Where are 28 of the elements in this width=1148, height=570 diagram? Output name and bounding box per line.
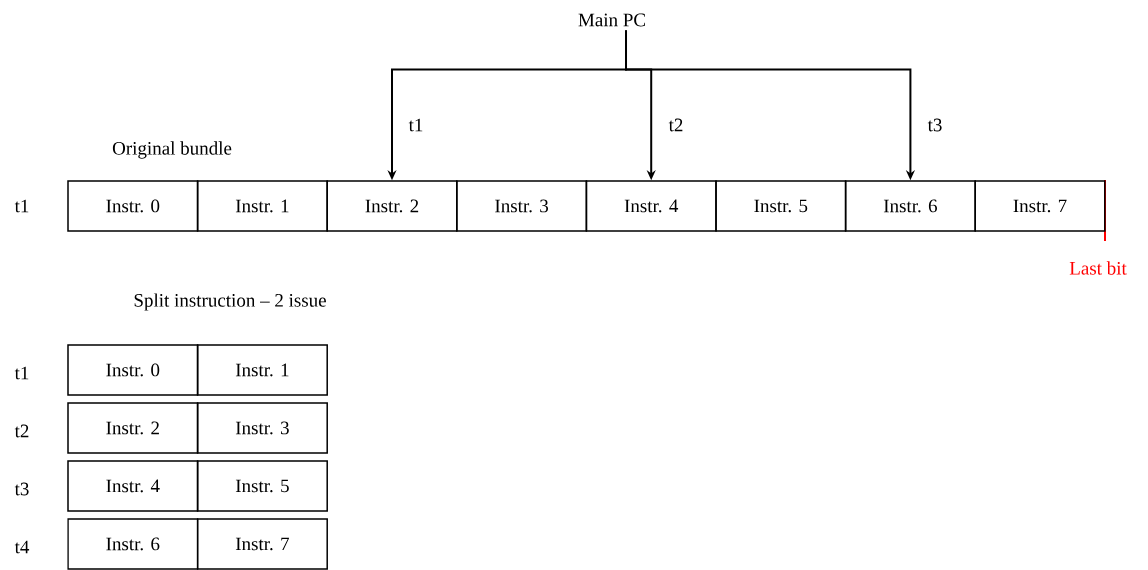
row-label: t1 xyxy=(14,366,29,380)
row-label: t3 xyxy=(14,482,29,496)
section-title: Original bundle xyxy=(112,141,232,159)
row-label: t1 xyxy=(14,199,29,213)
bit-label: Last bit xyxy=(1069,261,1127,275)
instruction-cell: Instr. 7 xyxy=(974,180,1106,232)
instruction-cell: Instr. 6 xyxy=(844,180,976,232)
edge-label: t1 xyxy=(408,118,423,132)
edge-label: t3 xyxy=(927,118,942,132)
instruction-cell: Instr. 0 xyxy=(67,344,199,396)
row-label: t4 xyxy=(14,540,30,554)
instruction-cell: Instr. 2 xyxy=(67,402,199,454)
instruction-cell: Instr. 7 xyxy=(196,518,328,570)
instruction-cell: Instr. 1 xyxy=(196,344,328,396)
instruction-cell: Instr. 5 xyxy=(196,460,328,512)
node-label: Main PC xyxy=(578,13,645,27)
instruction-cell: Instr. 6 xyxy=(67,518,199,570)
instruction-cell: Instr. 2 xyxy=(326,180,458,232)
instruction-cell: Instr. 3 xyxy=(456,180,588,232)
section-title: Split instruction – 2 issue xyxy=(134,293,326,311)
row-label: t2 xyxy=(14,424,29,438)
instruction-cell: Instr. 1 xyxy=(196,180,328,232)
edge-label: t2 xyxy=(668,118,683,132)
instruction-cell: Instr. 4 xyxy=(585,180,717,232)
instruction-cell: Instr. 5 xyxy=(715,180,847,232)
instruction-cell: Instr. 0 xyxy=(67,180,199,232)
instruction-cell: Instr. 3 xyxy=(196,402,328,454)
instruction-cell: Instr. 4 xyxy=(67,460,199,512)
